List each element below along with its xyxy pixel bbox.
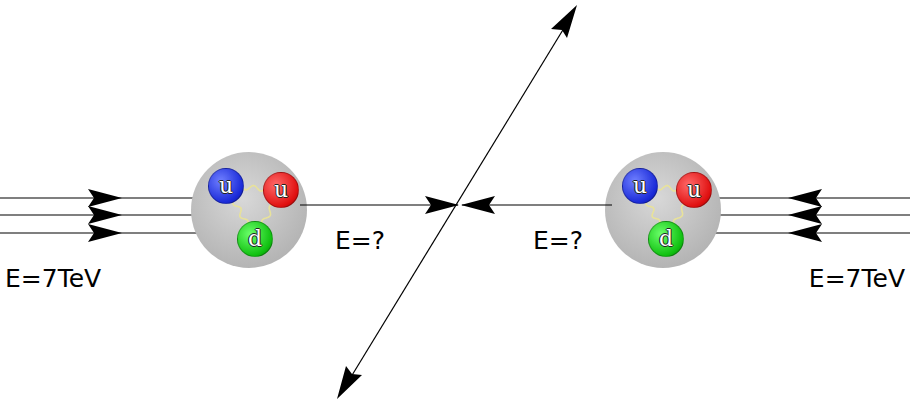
energy-label: E=? xyxy=(335,228,385,253)
quark-letter: u xyxy=(274,179,288,201)
quark-letter: u xyxy=(219,175,233,197)
parton-lines xyxy=(300,15,612,390)
quark-letter: d xyxy=(659,228,673,250)
quark-letter: d xyxy=(248,228,262,250)
energy-label: E=7TeV xyxy=(809,266,905,291)
energy-label: E=? xyxy=(533,228,583,253)
beam-lines xyxy=(0,198,910,233)
gluon-line xyxy=(673,204,686,225)
energy-label: E=7TeV xyxy=(5,266,101,291)
proton-right xyxy=(605,152,721,268)
gluon-line xyxy=(646,200,660,224)
gluon-line xyxy=(262,204,274,225)
gluon-line xyxy=(656,186,678,192)
proton-left xyxy=(191,152,307,268)
quark-circle: u xyxy=(208,168,244,204)
quark-circle: d xyxy=(648,221,684,257)
parton-arrowheads xyxy=(337,5,577,399)
quark-circle: d xyxy=(237,221,273,257)
quark-letter: u xyxy=(687,179,701,201)
quark-circle: u xyxy=(263,172,299,208)
gluon-line xyxy=(242,186,265,192)
quark-circle: u xyxy=(622,168,658,204)
gluon-line xyxy=(233,200,248,225)
quark-circle: u xyxy=(676,172,712,208)
quark-letter: u xyxy=(633,175,647,197)
